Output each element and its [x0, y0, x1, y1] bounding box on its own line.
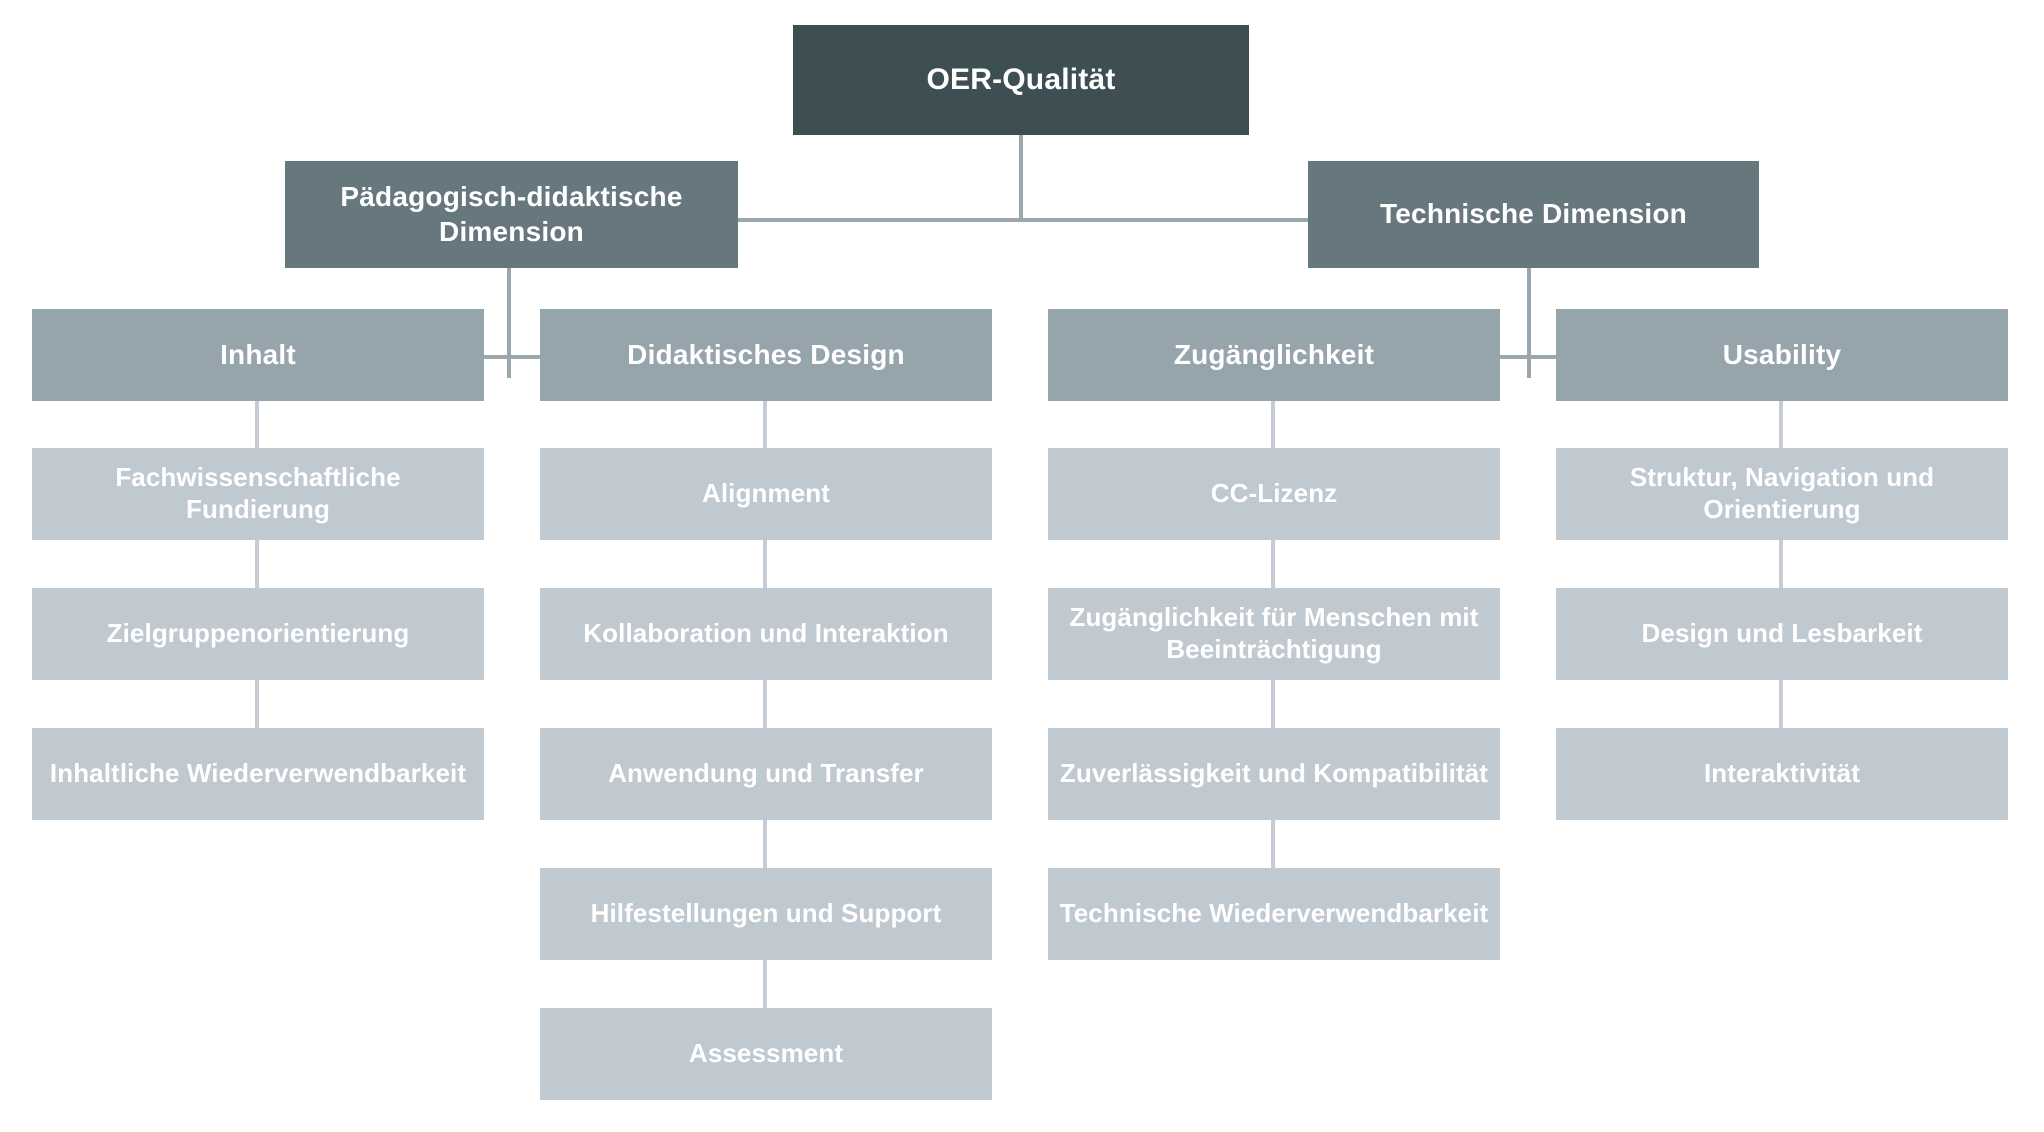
node-label: Struktur, Navigation und Orientierung	[1629, 462, 1935, 524]
node-label: CC-Lizenz	[1210, 478, 1338, 509]
node-label: Kollaboration und Interaktion	[583, 618, 949, 649]
node-criterion-struktur-navigation-orientierung[interactable]: Struktur, Navigation und Orientierung	[1556, 448, 2008, 540]
connector-dim-right-crossbar	[1495, 355, 1559, 359]
node-label: Alignment	[701, 478, 830, 509]
node-dimension-paedagogisch[interactable]: Pädagogisch-didaktische Dimension	[285, 161, 738, 268]
node-label: Hilfestellungen und Support	[590, 898, 942, 929]
node-label: Inhaltliche Wiederverwendbarkeit	[49, 758, 467, 789]
node-criterion-design-und-lesbarkeit[interactable]: Design und Lesbarkeit	[1556, 588, 2008, 680]
connector-dim-left-crossbar	[484, 355, 548, 359]
node-label: Inhalt	[220, 338, 296, 370]
node-label: Anwendung und Transfer	[608, 758, 924, 789]
node-label: Zielgruppenorientierung	[106, 618, 410, 649]
node-label: Usability	[1722, 338, 1842, 370]
node-criterion-hilfestellungen-und-support[interactable]: Hilfestellungen und Support	[540, 868, 992, 960]
node-category-inhalt[interactable]: Inhalt	[32, 309, 484, 401]
node-label: Zugänglichkeit für Menschen mit Beeinträ…	[1069, 602, 1479, 664]
node-criterion-interaktivitaet[interactable]: Interaktivität	[1556, 728, 2008, 820]
node-criterion-zielgruppenorientierung[interactable]: Zielgruppenorientierung	[32, 588, 484, 680]
connector-dim-left-stem	[507, 268, 511, 378]
node-criterion-assessment[interactable]: Assessment	[540, 1008, 992, 1100]
node-criterion-kollaboration-und-interaktion[interactable]: Kollaboration und Interaktion	[540, 588, 992, 680]
node-label: Assessment	[688, 1038, 844, 1069]
node-criterion-fachwissenschaftliche-fundierung[interactable]: Fachwissenschaftliche Fundierung	[32, 448, 484, 540]
node-criterion-technische-wiederverwendbarkeit[interactable]: Technische Wiederverwendbarkeit	[1048, 868, 1500, 960]
node-criterion-anwendung-und-transfer[interactable]: Anwendung und Transfer	[540, 728, 992, 820]
node-category-didaktisches-design[interactable]: Didaktisches Design	[540, 309, 992, 401]
node-label: Design und Lesbarkeit	[1641, 618, 1923, 649]
node-root-oer-qualitaet[interactable]: OER-Qualität	[793, 25, 1249, 135]
node-label: Interaktivität	[1703, 758, 1860, 789]
node-category-zugaenglichkeit[interactable]: Zugänglichkeit	[1048, 309, 1500, 401]
node-label: Technische Dimension	[1380, 198, 1687, 230]
node-category-usability[interactable]: Usability	[1556, 309, 2008, 401]
node-label: OER-Qualität	[926, 62, 1116, 96]
connector-root-stem	[1019, 135, 1023, 222]
node-criterion-zugaenglichkeit-beeintraechtigung[interactable]: Zugänglichkeit für Menschen mit Beeinträ…	[1048, 588, 1500, 680]
node-label: Pädagogisch-didaktische Dimension	[340, 181, 683, 247]
node-label: Fachwissenschaftliche Fundierung	[115, 462, 401, 524]
node-criterion-inhaltliche-wiederverwendbarkeit[interactable]: Inhaltliche Wiederverwendbarkeit	[32, 728, 484, 820]
node-criterion-cc-lizenz[interactable]: CC-Lizenz	[1048, 448, 1500, 540]
node-criterion-alignment[interactable]: Alignment	[540, 448, 992, 540]
node-label: Technische Wiederverwendbarkeit	[1059, 898, 1489, 929]
node-label: Zuverlässigkeit und Kompatibilität	[1059, 758, 1489, 789]
connector-level1-crossbar	[738, 218, 1308, 222]
node-label: Didaktisches Design	[627, 338, 905, 370]
node-dimension-technisch[interactable]: Technische Dimension	[1308, 161, 1759, 268]
node-label: Zugänglichkeit	[1173, 338, 1375, 370]
node-criterion-zuverlaessigkeit-und-kompatibilitaet[interactable]: Zuverlässigkeit und Kompatibilität	[1048, 728, 1500, 820]
connector-dim-right-stem	[1527, 268, 1531, 378]
